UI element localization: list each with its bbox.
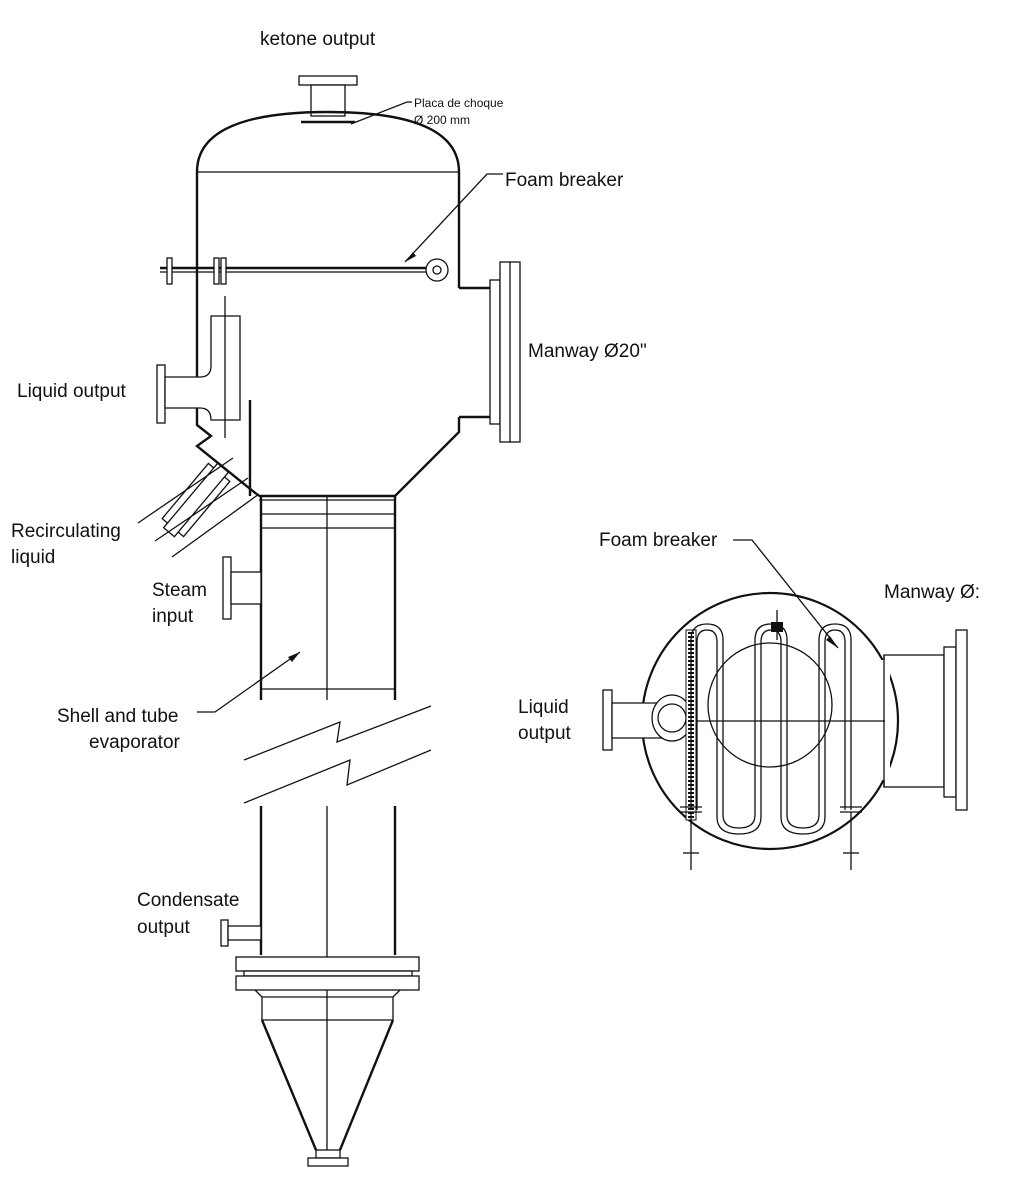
bottom-cone: [260, 997, 395, 1167]
foam-breaker-pipe: [160, 257, 449, 285]
steam-input-nozzle: [222, 556, 262, 620]
manway-label: Manway Ø20": [528, 341, 647, 362]
detail-manway-label: Manway Ø:: [884, 582, 980, 603]
detail-liquid-label-line2: output: [518, 723, 572, 744]
top-nozzle: [298, 75, 358, 124]
condensate-label-line1: Condensate: [137, 890, 239, 911]
recirculating-nozzle: [137, 457, 260, 558]
vessel-body: [195, 172, 490, 497]
detail-liquid-label-line1: Liquid: [518, 697, 569, 718]
steam-label-line1: Steam: [152, 580, 207, 601]
shell-label-line1: Shell and tube: [57, 706, 179, 727]
detail-view: [602, 539, 968, 870]
detail-foam-breaker-label: Foam breaker: [599, 530, 718, 551]
shell-label-line2: evaporator: [89, 732, 181, 753]
liquid-output-label: Liquid output: [17, 381, 127, 402]
condensate-output-nozzle: [220, 919, 262, 947]
break-lines: [243, 700, 432, 806]
leader-lines: [197, 101, 503, 713]
ketone-output-label: ketone output: [260, 29, 376, 50]
steam-label-line2: input: [152, 606, 194, 627]
condensate-label-line2: output: [137, 917, 191, 938]
manway-flange: [489, 261, 521, 443]
liquid-output-nozzle: [156, 296, 241, 438]
bottom-flange: [235, 956, 420, 998]
impact-plate-label: Placa de choque: [414, 96, 504, 110]
vessel-head: [195, 110, 461, 173]
recirculating-label-line1: Recirculating: [11, 521, 121, 542]
recirculating-label-line2: liquid: [11, 547, 55, 568]
impact-plate-size: Ø 200 mm: [414, 113, 470, 127]
foam-breaker-label: Foam breaker: [505, 170, 624, 191]
